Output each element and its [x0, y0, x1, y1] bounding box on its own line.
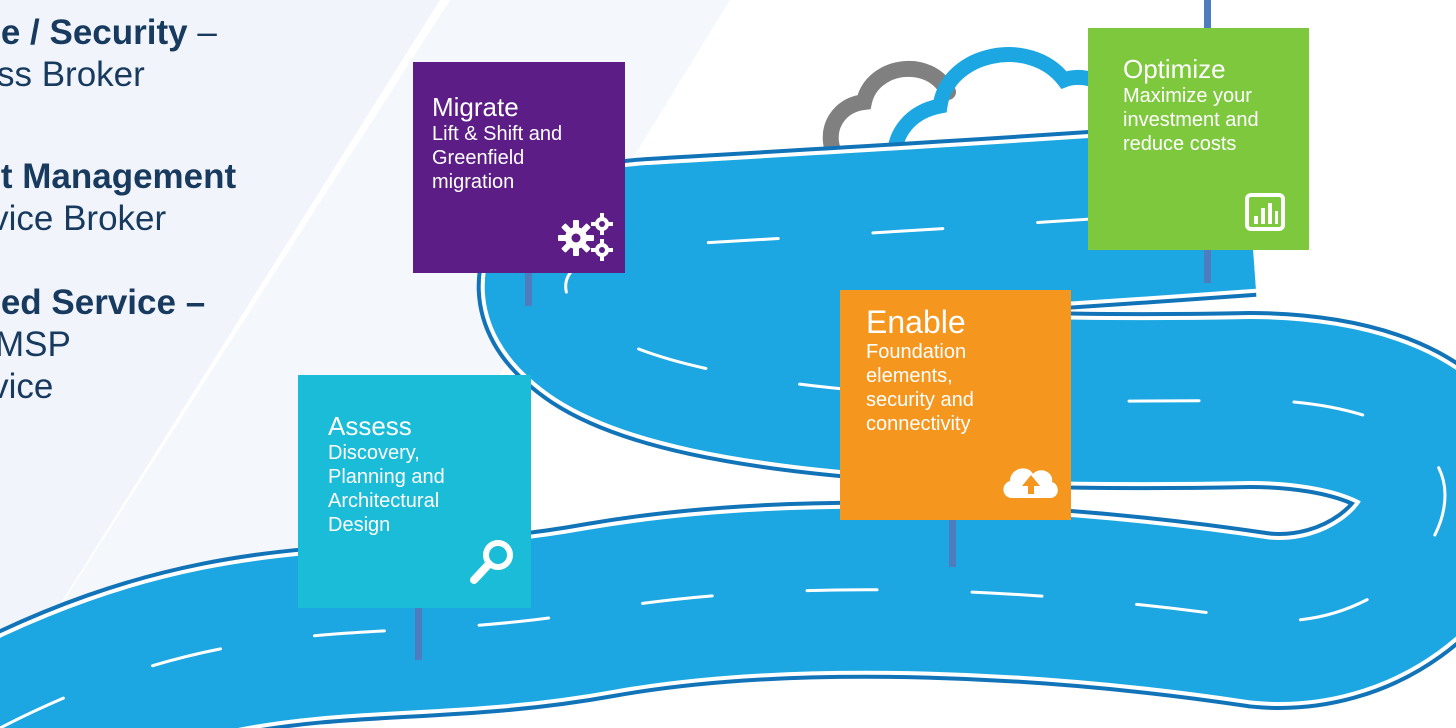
service-subtitle: C/MSP: [0, 325, 71, 364]
optimize-post-top: [1204, 0, 1211, 30]
sign-description-line: Foundation: [866, 341, 967, 363]
sign-description-line: Lift & Shift and: [432, 123, 563, 145]
migrate-post: [525, 270, 532, 306]
sign-enable: Enable Foundation elements, security and…: [840, 290, 1071, 520]
sign-title: Optimize: [1123, 54, 1226, 84]
service-item-cost-management: ost Management ervice Broker: [0, 156, 236, 240]
sign-description-line: security and: [866, 389, 974, 411]
sign-description-line: reduce costs: [1123, 133, 1237, 155]
sign-description-line: Planning and: [328, 466, 445, 488]
sign-description-line: Discovery,: [328, 442, 420, 464]
sign-description-line: connectivity: [866, 413, 971, 435]
sign-description-line: elements,: [866, 365, 953, 387]
optimize-post-bottom: [1204, 245, 1211, 283]
sign-migrate: Migrate Lift & Shift and Greenfield migr…: [413, 62, 625, 273]
sign-title: Migrate: [432, 92, 519, 122]
sign-optimize: Optimize Maximize your investment and re…: [1088, 28, 1309, 250]
service-heading: aged Service –: [0, 283, 206, 322]
winding-road: [0, 119, 1456, 728]
background-band: [0, 0, 440, 700]
sign-assess: Assess Discovery, Planning and Architect…: [298, 375, 531, 608]
service-subtitle: cess Broker: [0, 55, 145, 94]
sign-description-line: migration: [432, 171, 515, 193]
cloud-upload-icon: [1003, 468, 1058, 498]
sign-title: Assess: [328, 411, 412, 441]
service-subtitle: ervice Broker: [0, 199, 167, 238]
magnifier-icon: [470, 540, 513, 584]
service-list: nce / Security – cess Broker ost Managem…: [0, 0, 400, 470]
bar-chart-icon: [1245, 193, 1285, 231]
sign-description-line: Greenfield: [432, 147, 525, 169]
service-heading: ost Management: [0, 157, 237, 196]
sign-description-line: investment and: [1123, 109, 1259, 131]
sign-description-line: Design: [328, 514, 391, 536]
sign-title: Enable: [866, 304, 966, 340]
service-subtitle: ervice: [0, 367, 54, 406]
service-heading-dash: –: [187, 13, 217, 52]
service-item-governance-security: nce / Security – cess Broker: [0, 12, 217, 96]
sign-description-line: Architectural: [328, 490, 440, 512]
road-end-fade: [1330, 120, 1456, 240]
gears-icon: [558, 213, 613, 261]
sign-description-line: Maximize your: [1123, 85, 1252, 107]
service-heading: nce / Security: [0, 13, 188, 52]
assess-post: [415, 600, 422, 660]
service-item-managed-service: aged Service – C/MSP ervice: [0, 282, 205, 408]
enable-post: [949, 515, 956, 567]
